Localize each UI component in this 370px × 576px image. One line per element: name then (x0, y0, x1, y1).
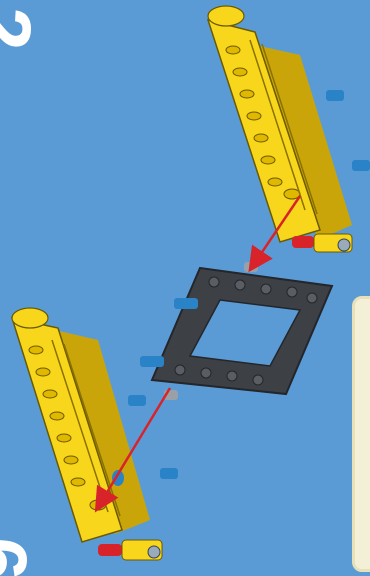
beam-hole (90, 500, 106, 510)
frame-hole (201, 368, 211, 378)
top-beam-end (208, 6, 244, 26)
step-number-bottom: 6 (0, 537, 39, 576)
beam-hole (254, 134, 268, 142)
beam-hole (57, 434, 71, 442)
beam-hole (50, 412, 64, 420)
callout-panel (352, 296, 370, 572)
step-number-top: 2 (0, 7, 43, 50)
beam-hole (29, 346, 43, 354)
axle-end (338, 239, 350, 251)
blue-pin (352, 160, 370, 171)
bottom-beam-end (12, 308, 48, 328)
frame-hole (175, 365, 185, 375)
beam-hole (247, 112, 261, 120)
frame-hole (227, 371, 237, 381)
frame-hole (253, 375, 263, 385)
frame-hole (209, 277, 219, 287)
beam-hole (64, 456, 78, 464)
beam-hole (240, 90, 254, 98)
grey-pin (244, 262, 258, 272)
beam-hole (71, 478, 85, 486)
beam-hole (43, 390, 57, 398)
beam-hole (233, 68, 247, 76)
frame-hole (287, 287, 297, 297)
beam-hole (261, 156, 275, 164)
blue-pin (160, 468, 178, 479)
frame-hole (235, 280, 245, 290)
beam-hole (36, 368, 50, 376)
blue-pin (140, 356, 164, 367)
frame-hole (307, 293, 317, 303)
blue-pin (128, 395, 146, 406)
beam-hole (268, 178, 282, 186)
blue-pin (174, 298, 198, 309)
axle-end (148, 546, 160, 558)
red-pin (292, 236, 314, 248)
frame-hole (261, 284, 271, 294)
blue-pin (326, 90, 344, 101)
red-pin (98, 544, 122, 556)
beam-hole (226, 46, 240, 54)
